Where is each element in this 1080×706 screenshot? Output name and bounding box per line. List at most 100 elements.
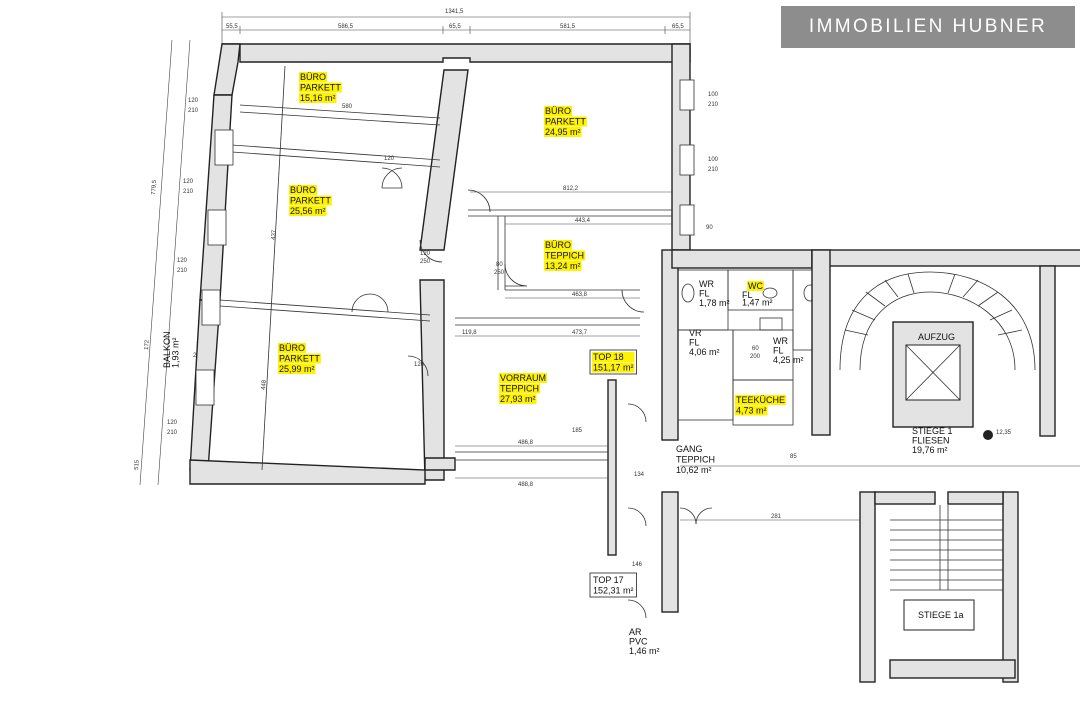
dim-left-total: 779,5 <box>151 179 158 195</box>
sanitary-block <box>677 269 829 426</box>
room-label-line: VORRAUM <box>500 373 546 383</box>
svg-text:448: 448 <box>261 379 268 390</box>
svg-text:463,8: 463,8 <box>572 292 588 298</box>
svg-text:210: 210 <box>183 189 194 195</box>
room-label-line: PARKETT <box>300 83 341 93</box>
room-label-line: 24,95 m² <box>545 127 581 137</box>
left-dimension-chain: 779,5 515 172 <box>134 39 191 486</box>
room-label-line: BÜRO <box>545 240 571 250</box>
top-dimension-chain: 1341,5 55,5 586,5 65,5 581,5 65,5 <box>221 9 691 44</box>
label-highlight <box>278 343 307 353</box>
room-label-line: TEPPICH <box>500 384 539 394</box>
label-highlight <box>278 364 316 374</box>
svg-text:210: 210 <box>708 102 719 108</box>
brand-logo: IMMOBILIEN HUBNER <box>781 6 1075 48</box>
label-highlight <box>544 116 587 127</box>
label-highlight <box>544 250 586 261</box>
svg-text:210: 210 <box>188 108 199 114</box>
label-highlight <box>544 106 573 116</box>
label-highlight <box>299 82 342 93</box>
stair-treads <box>890 519 1003 591</box>
room-label-line: TOP 17 <box>593 575 624 585</box>
room-label-line: TOP 18 <box>593 352 624 362</box>
label-highlight <box>544 240 573 250</box>
brand-name: IMMOBILIEN HUBNER <box>808 16 1048 37</box>
label-highlight <box>499 383 541 394</box>
svg-text:210: 210 <box>708 167 719 173</box>
label-box <box>589 349 637 375</box>
svg-text:120: 120 <box>188 98 199 104</box>
svg-text:80: 80 <box>496 262 503 268</box>
svg-text:120: 120 <box>384 156 395 162</box>
room-label-line: 25,56 m² <box>290 206 326 216</box>
dim-top-seg-2: 586,5 <box>338 24 354 30</box>
label-highlight <box>735 405 768 416</box>
room-label-stiege-1a: STIEGE 1a <box>918 610 964 620</box>
dim-top-seg-1: 55,5 <box>226 24 238 30</box>
dim-top-seg-5: 65,5 <box>672 24 684 30</box>
dim-top-seg-4: 581,5 <box>560 24 576 30</box>
room-label-wc: WC <box>747 281 764 291</box>
room-label-line: BALKON <box>162 331 172 368</box>
room-label-line: 25,99 m² <box>279 364 315 374</box>
inner-dimension-labels: 580 437 448 812,2 443,4 463,8 473,7 486,… <box>261 104 1080 568</box>
svg-text:486,8: 486,8 <box>518 440 534 446</box>
svg-text:146: 146 <box>632 562 643 568</box>
windows <box>195 79 695 406</box>
label-highlight <box>544 127 582 137</box>
svg-text:210: 210 <box>177 268 188 274</box>
label-highlight <box>544 261 582 271</box>
room-label-line: WR <box>699 279 714 289</box>
label-highlight <box>735 395 787 405</box>
room-label-line: PARKETT <box>290 196 331 206</box>
room-label-line: 4,73 m² <box>736 406 767 416</box>
level-mark: 12,35 <box>996 430 1012 436</box>
room-label-line: FLIESEN <box>912 436 950 446</box>
room-label-line: 1,46 m² <box>629 646 660 656</box>
room-label-line: 27,93 m² <box>500 394 536 404</box>
room-label-line: TEPPICH <box>545 251 584 261</box>
svg-text:90: 90 <box>706 225 713 231</box>
svg-text:437: 437 <box>271 229 278 240</box>
svg-text:100: 100 <box>708 157 719 163</box>
room-label-line: STIEGE 1a <box>918 610 964 620</box>
room-label-line: FL <box>742 290 753 300</box>
room-label-line: PVC <box>629 637 648 647</box>
room-label-line: BÜRO <box>279 343 305 353</box>
label-highlight <box>289 195 332 206</box>
room-label-line: 1,47 m² <box>742 298 773 308</box>
svg-text:119,8: 119,8 <box>462 330 477 336</box>
room-label-line: 1,93 m² <box>171 337 181 368</box>
room-label-line: 4,25 m² <box>773 355 804 365</box>
room-label-line: AUFZUG <box>918 332 955 342</box>
room-label-line: GANG <box>676 444 703 454</box>
svg-text:281: 281 <box>771 514 782 520</box>
room-label-line: 1,78 m² <box>699 298 730 308</box>
lower-stair-core <box>859 491 1019 683</box>
svg-text:120: 120 <box>414 362 425 368</box>
svg-text:812,2: 812,2 <box>563 186 579 192</box>
svg-text:200: 200 <box>750 354 761 360</box>
room-label-fl-wc: FL1,47 m² <box>742 290 773 308</box>
stair-core: 12,35 <box>811 249 1080 440</box>
room-label-line: FL <box>699 289 710 299</box>
label-highlight <box>747 281 764 291</box>
svg-text:210: 210 <box>167 430 178 436</box>
room-label-line: WR <box>773 336 788 346</box>
svg-text:473,7: 473,7 <box>572 330 588 336</box>
label-highlight <box>278 353 321 364</box>
dim-top-total: 1341,5 <box>445 9 464 15</box>
room-label-line: BÜRO <box>545 106 571 116</box>
room-label-line: FL <box>689 338 700 348</box>
room-label-line: STIEGE 1 <box>912 426 953 436</box>
room-label-line: WC <box>748 281 763 291</box>
